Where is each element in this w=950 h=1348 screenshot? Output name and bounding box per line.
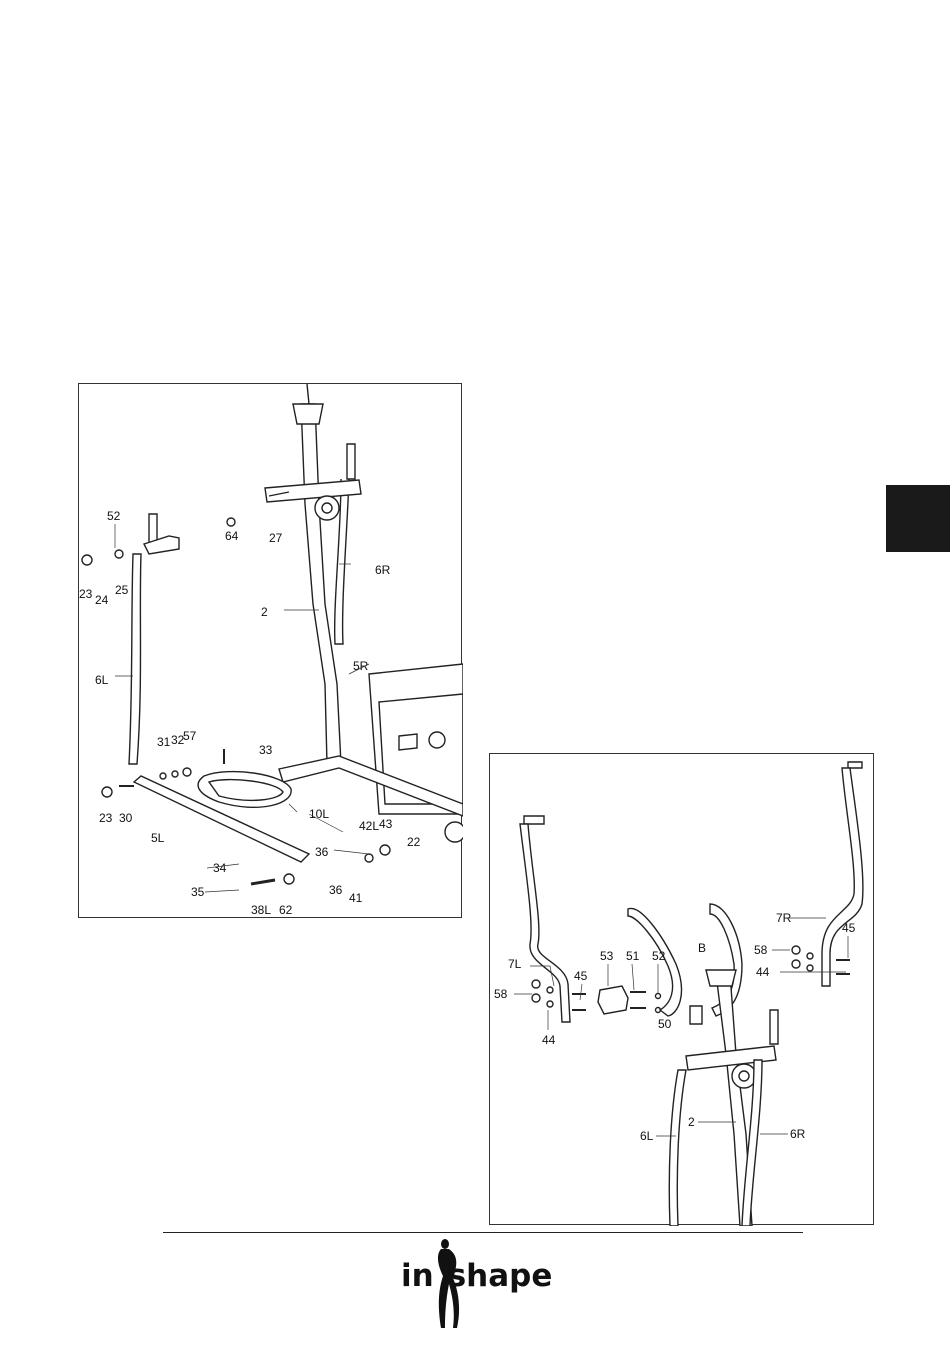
callout: 53 — [600, 949, 614, 963]
callout: 44 — [542, 1033, 556, 1047]
brand-text-right: shape — [448, 1258, 553, 1294]
exploded-view-upper-handlebars: 7R 45 58 44 53 51 52 B 7L 45 58 50 44 2 … — [489, 753, 874, 1225]
callout: 22 — [407, 835, 421, 849]
callout: 33 — [259, 743, 273, 757]
exploded-view-lower-assembly: 52 23 24 25 64 27 6R 2 6L 5R 31 32 57 33… — [78, 383, 462, 918]
callout: 58 — [494, 987, 508, 1001]
callout: 6L — [95, 673, 109, 687]
callout: 34 — [213, 861, 227, 875]
callout: B — [698, 941, 706, 955]
section-tab — [886, 485, 950, 552]
callout: 25 — [115, 583, 129, 597]
callout: 35 — [191, 885, 205, 899]
callout: 7L — [508, 957, 522, 971]
callout: 24 — [95, 593, 109, 607]
callout: 31 — [157, 735, 171, 749]
callout: 36 — [315, 845, 329, 859]
callout: 2 — [261, 605, 268, 619]
callout: 10L — [309, 807, 329, 821]
callout: 64 — [225, 529, 239, 543]
callout: 45 — [842, 921, 856, 935]
callout: 42L — [359, 819, 379, 833]
callout: 36 — [329, 883, 343, 897]
callout: 52 — [107, 509, 121, 523]
callout: 44 — [756, 965, 770, 979]
callout: 5L — [151, 831, 165, 845]
callout: 52 — [652, 949, 666, 963]
callout: 2 — [688, 1115, 695, 1129]
callout: 57 — [183, 729, 197, 743]
callout: 23 — [79, 587, 93, 601]
callout: 23 — [99, 811, 113, 825]
callout: 6L — [640, 1129, 654, 1143]
callout: 50 — [658, 1017, 672, 1031]
footer-rule — [163, 1232, 803, 1233]
callout: 62 — [279, 903, 293, 917]
callout: 41 — [349, 891, 363, 905]
callout: 6R — [790, 1127, 806, 1141]
callout: 51 — [626, 949, 640, 963]
exploded-diagram-1: 52 23 24 25 64 27 6R 2 6L 5R 31 32 57 33… — [79, 384, 463, 919]
exploded-diagram-2: 7R 45 58 44 53 51 52 B 7L 45 58 50 44 2 … — [490, 754, 875, 1226]
callout: 45 — [574, 969, 588, 983]
callout: 58 — [754, 943, 768, 957]
callout: 30 — [119, 811, 133, 825]
brand-text-left: in — [401, 1258, 434, 1294]
callout: 6R — [375, 563, 391, 577]
callout: 38L — [251, 903, 271, 917]
callout: 43 — [379, 817, 393, 831]
callout: 27 — [269, 531, 283, 545]
